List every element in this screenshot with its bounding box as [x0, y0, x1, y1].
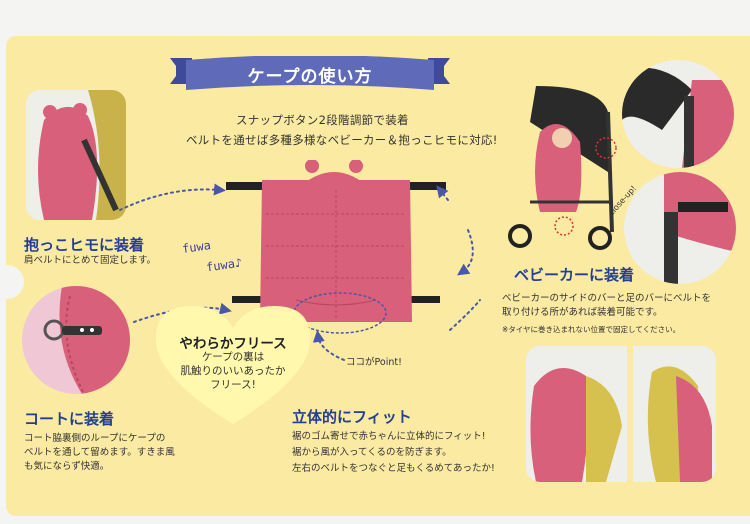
point-label: ココがPoint!	[346, 357, 402, 368]
stroller-note: ※タイヤに巻き込まれない位置で固定してください。	[502, 325, 681, 334]
fit-desc-1: 裾のゴム寄せで赤ちゃんに立体的にフィット!	[292, 431, 486, 442]
coat-wear-photo	[526, 346, 716, 482]
stroller-photo	[500, 82, 618, 252]
coat-desc-2: ベルトを通して留めます。すきま風	[24, 447, 175, 458]
fit-heading: 立体的にフィット	[292, 408, 412, 426]
fleece-line1: ケープの裏は	[201, 351, 265, 363]
closeup-photo-bottom	[624, 172, 736, 284]
subtitle-line2: ベルトを通せば多種多様なベビーカー＆抱っこヒモに対応!	[186, 133, 498, 147]
fit-desc-3: 左右のベルトをつなぐと足もくるめてあったか!	[292, 463, 495, 474]
punch-hole	[0, 265, 24, 299]
coat-desc-3: も気にならず快適。	[24, 461, 110, 472]
coat-heading: コートに装着	[24, 410, 115, 428]
fleece-line3: フリース!	[210, 379, 256, 391]
cape-diagram	[226, 160, 446, 322]
coat-photo	[22, 286, 130, 394]
coat-desc-1: コート脇裏側のループにケープの	[24, 433, 166, 444]
fleece-heart	[155, 306, 311, 424]
stroller-desc-1: ベビーカーのサイドのバーと足のバーにベルトを	[502, 293, 712, 304]
dakko-desc: 肩ベルトにとめて固定します。	[24, 255, 157, 266]
fit-desc-2: 裾から風が入ってくるのを防ぎます。	[292, 447, 452, 458]
fleece-title: やわらかフリース	[179, 336, 287, 352]
title-ribbon	[170, 56, 450, 90]
stroller-heading: ベビーカーに装着	[514, 266, 635, 284]
carrier-photo	[26, 90, 126, 220]
stroller-desc-2: 取り付ける所があれば装着可能です。	[502, 307, 663, 318]
subtitle-line1: スナップボタン2段階調節で装着	[236, 113, 409, 127]
fleece-line2: 肌触りのいいあったか	[180, 365, 286, 377]
dakko-heading: 抱っこヒモに装着	[24, 236, 145, 254]
closeup-photo-top	[622, 60, 734, 168]
page-title: ケープの使い方	[247, 67, 373, 87]
